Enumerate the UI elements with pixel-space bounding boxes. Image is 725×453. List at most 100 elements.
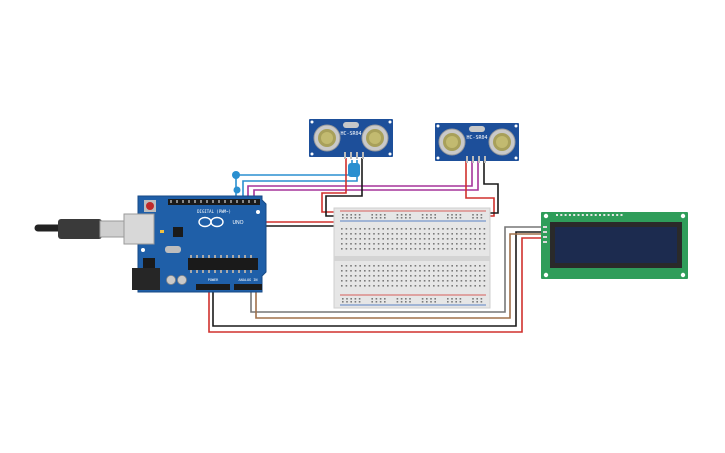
breadboard-hole[interactable] [423,248,426,250]
breadboard-hole[interactable] [350,285,352,287]
breadboard-hole[interactable] [354,238,357,240]
breadboard-hole[interactable] [437,275,440,277]
breadboard-hole[interactable] [421,298,424,300]
breadboard-hole[interactable] [382,243,384,245]
breadboard-hole[interactable] [382,233,384,235]
breadboard-hole[interactable] [414,243,417,245]
breadboard-hole[interactable] [456,275,458,277]
breadboard-hole[interactable] [405,248,407,250]
breadboard-hole[interactable] [410,238,412,240]
lcd-pin[interactable] [577,214,580,216]
breadboard-hole[interactable] [405,285,407,287]
breadboard-hole[interactable] [460,238,463,240]
breadboard-hole[interactable] [391,265,394,267]
breadboard-hole[interactable] [410,243,412,245]
breadboard-hole[interactable] [480,298,483,300]
breadboard-hole[interactable] [354,217,357,219]
breadboard-hole[interactable] [442,265,444,267]
breadboard-hole[interactable] [364,285,366,287]
breadboard-hole[interactable] [341,248,343,250]
breadboard-hole[interactable] [465,243,467,245]
breadboard-hole[interactable] [354,265,357,267]
breadboard-hole[interactable] [384,298,386,300]
lcd-pin[interactable] [620,214,623,216]
breadboard-hole[interactable] [341,270,343,272]
breadboard-hole[interactable] [437,243,440,245]
breadboard-hole[interactable] [410,275,412,277]
breadboard-hole[interactable] [434,214,436,216]
breadboard-hole[interactable] [428,280,430,282]
breadboard-hole[interactable] [354,285,357,287]
breadboard-hole[interactable] [465,280,467,282]
breadboard-hole[interactable] [430,298,432,300]
breadboard-hole[interactable] [354,280,357,282]
breadboard-hole[interactable] [405,243,407,245]
breadboard-hole[interactable] [430,301,432,303]
breadboard-hole[interactable] [346,217,348,219]
breadboard-hole[interactable] [387,265,389,267]
breadboard-hole[interactable] [382,238,384,240]
breadboard-hole[interactable] [359,228,361,230]
breadboard-hole[interactable] [350,265,352,267]
lcd-pin[interactable] [611,214,614,216]
breadboard-hole[interactable] [419,280,421,282]
breadboard-hole[interactable] [433,228,435,230]
breadboard-hole[interactable] [350,298,352,300]
breadboard-hole[interactable] [426,301,428,303]
breadboard-hole[interactable] [451,248,453,250]
breadboard-hole[interactable] [410,285,412,287]
breadboard-hole[interactable] [396,265,398,267]
breadboard-hole[interactable] [474,280,476,282]
wire-red-s2-vcc[interactable] [465,158,495,217]
breadboard-hole[interactable] [428,265,430,267]
breadboard-hole[interactable] [350,228,352,230]
wire-joint[interactable] [232,171,240,179]
breadboard-hole[interactable] [400,248,403,250]
wire-joint[interactable] [348,163,360,177]
breadboard-hole[interactable] [410,233,412,235]
breadboard-hole[interactable] [364,228,366,230]
breadboard-hole[interactable] [433,285,435,287]
breadboard-hole[interactable] [368,238,371,240]
breadboard-hole[interactable] [476,214,478,216]
breadboard-hole[interactable] [451,301,453,303]
breadboard-hole[interactable] [375,217,378,219]
breadboard-hole[interactable] [428,228,430,230]
breadboard-hole[interactable] [479,233,481,235]
breadboard-hole[interactable] [379,214,382,216]
breadboard-hole[interactable] [346,214,348,216]
breadboard-hole[interactable] [456,265,458,267]
breadboard-hole[interactable] [465,265,467,267]
breadboard-hole[interactable] [364,275,366,277]
breadboard-hole[interactable] [368,275,371,277]
breadboard-hole[interactable] [483,243,486,245]
breadboard-hole[interactable] [442,233,444,235]
breadboard-hole[interactable] [456,238,458,240]
breadboard-hole[interactable] [460,243,463,245]
breadboard-hole[interactable] [423,233,426,235]
breadboard-hole[interactable] [371,298,373,300]
breadboard-hole[interactable] [456,248,458,250]
breadboard-hole[interactable] [387,280,389,282]
analog-header[interactable] [234,284,262,290]
breadboard-hole[interactable] [465,248,467,250]
usb-connector[interactable] [99,220,128,238]
breadboard-hole[interactable] [465,285,467,287]
breadboard-hole[interactable] [460,275,463,277]
breadboard-hole[interactable] [442,275,444,277]
breadboard-hole[interactable] [405,301,407,303]
breadboard-hole[interactable] [442,280,444,282]
arduino-uno[interactable]: DIGITAL (PWM~) UNO POWER A [34,195,267,293]
breadboard-hole[interactable] [469,285,472,287]
breadboard-hole[interactable] [387,228,389,230]
breadboard-hole[interactable] [354,270,357,272]
breadboard-hole[interactable] [472,298,474,300]
breadboard-hole[interactable] [446,270,449,272]
ultrasonic-sensor-1[interactable]: HC-SR04 [309,119,393,159]
breadboard-hole[interactable] [437,280,440,282]
breadboard-hole[interactable] [423,285,426,287]
breadboard-hole[interactable] [379,298,382,300]
breadboard[interactable] [333,207,491,309]
lcd-pin[interactable] [564,214,567,216]
breadboard-hole[interactable] [479,275,481,277]
